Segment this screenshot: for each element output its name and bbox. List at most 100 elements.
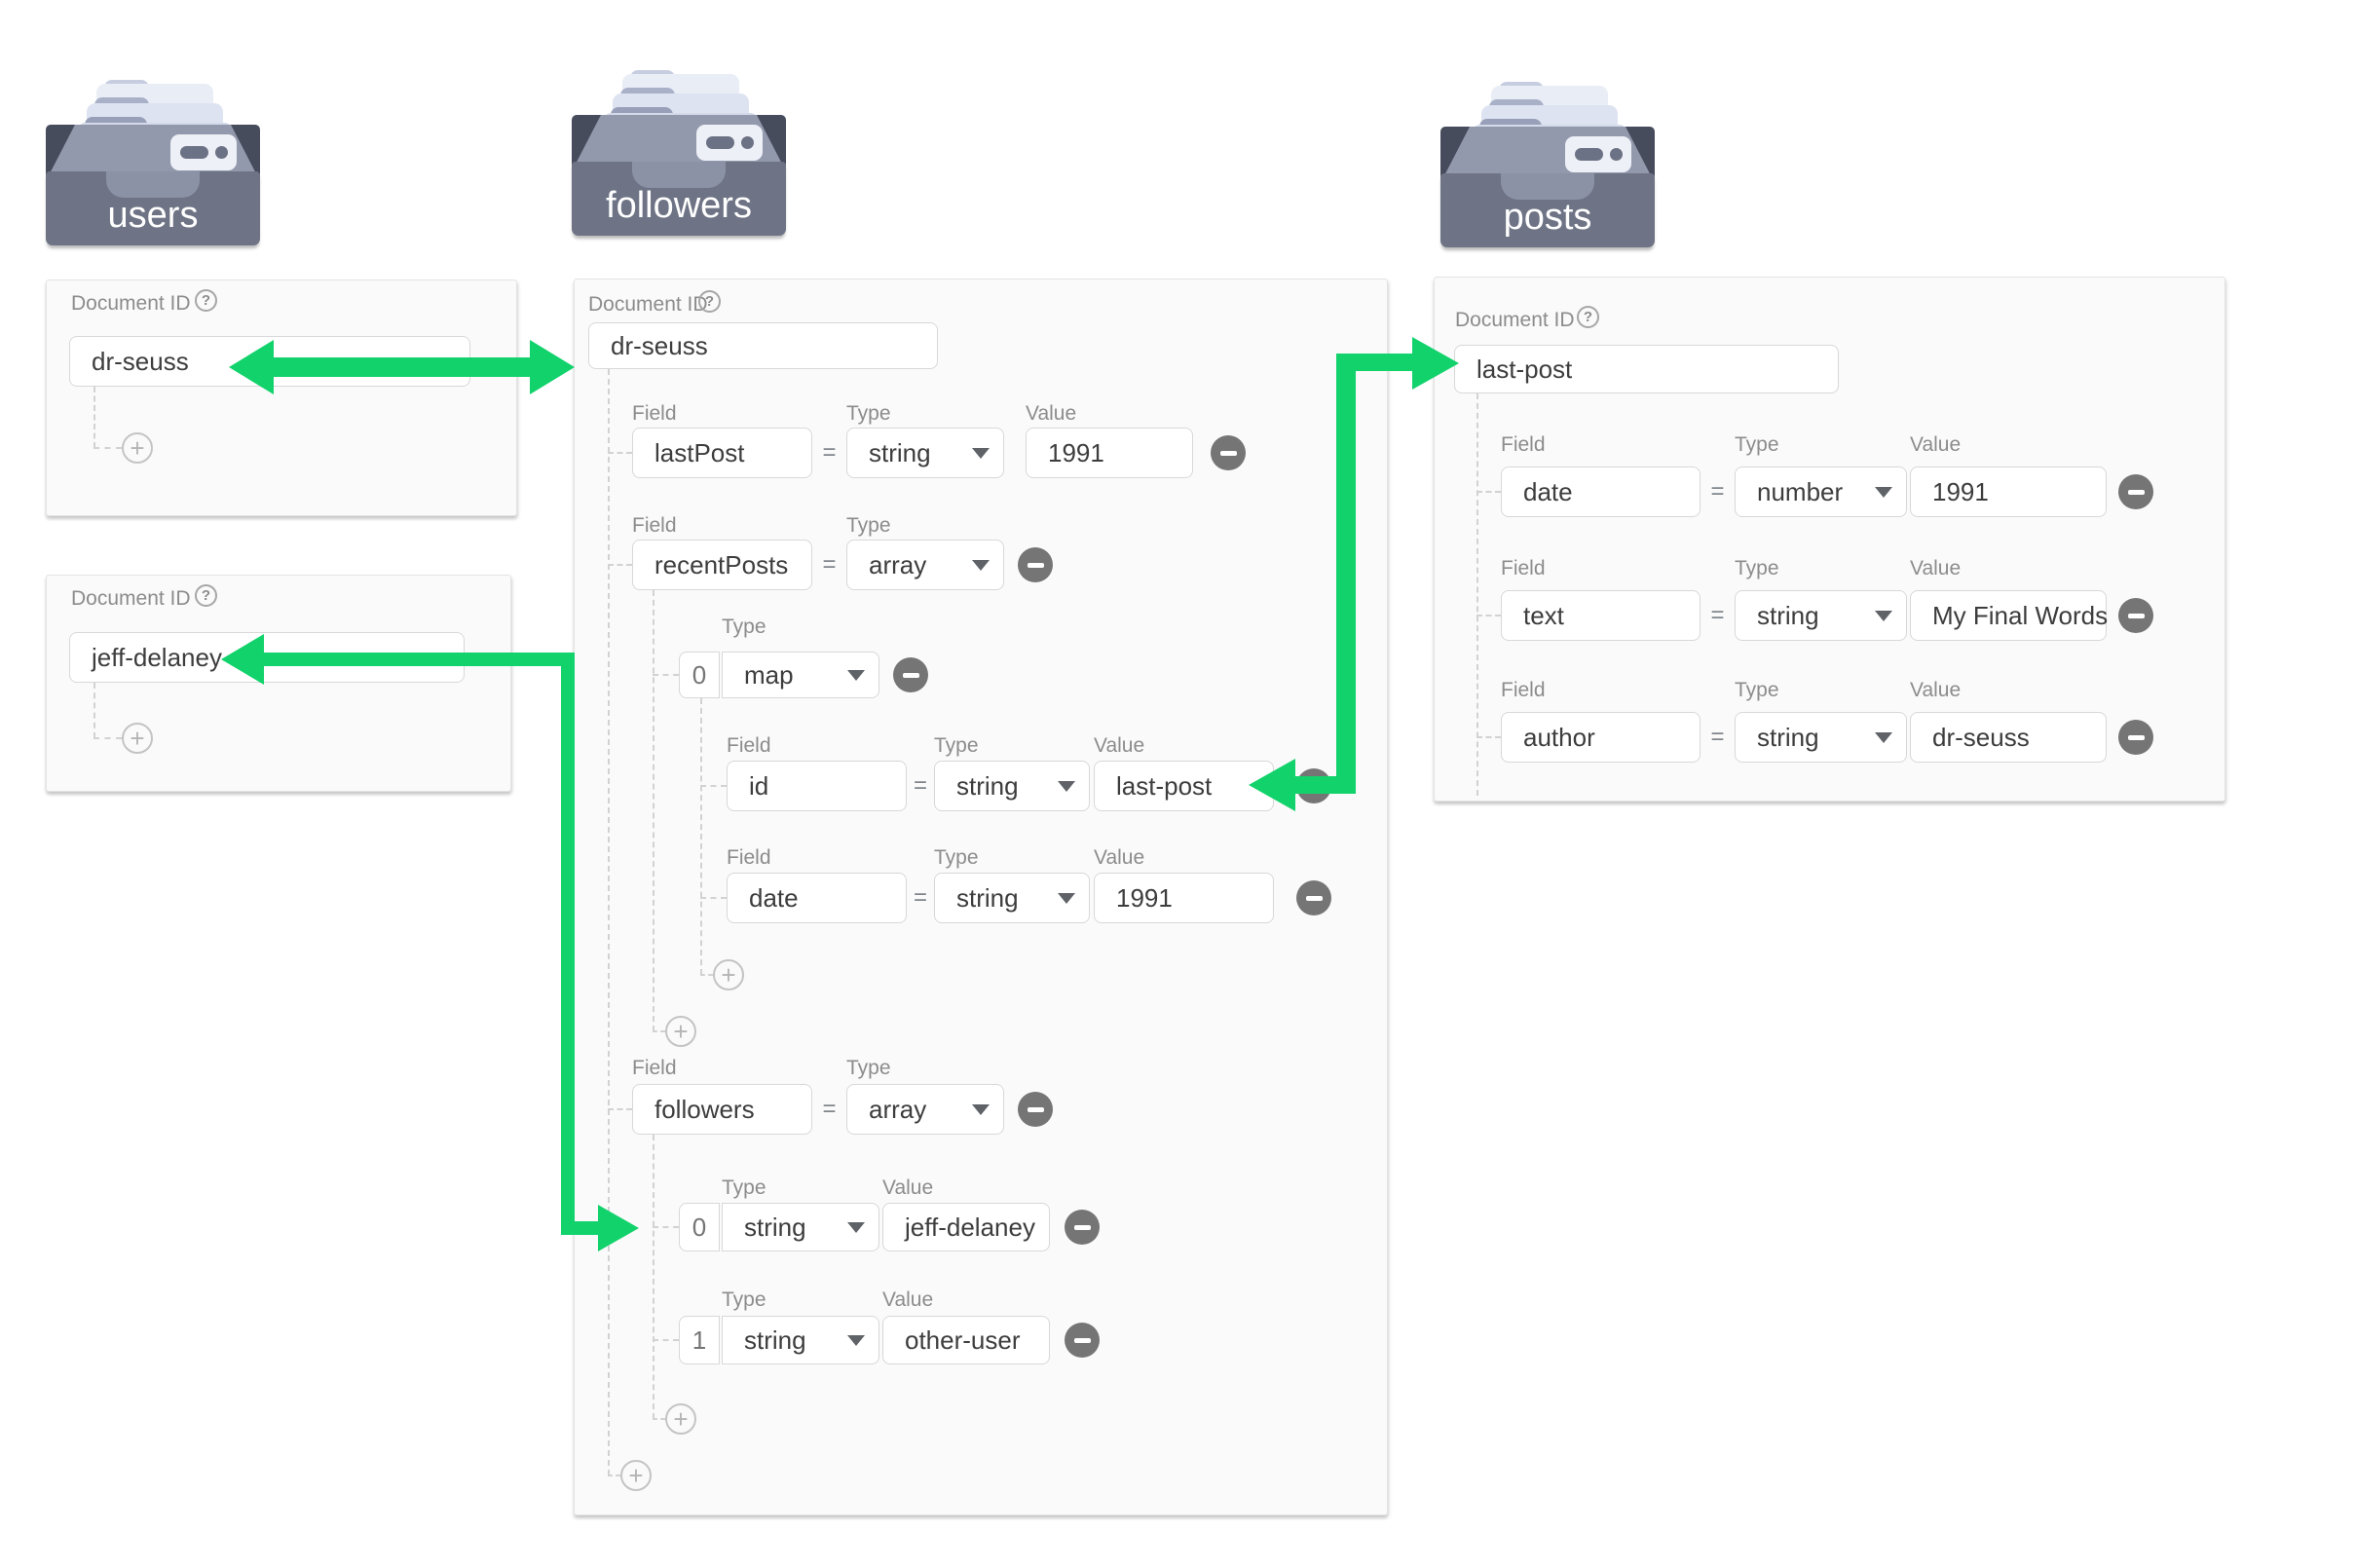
tree-line bbox=[93, 447, 122, 449]
type-select-value: number bbox=[1757, 476, 1844, 506]
value-label: Value bbox=[1026, 402, 1077, 425]
plus-icon: + bbox=[673, 1404, 689, 1434]
minus-icon bbox=[2127, 489, 2145, 495]
chevron-down-icon bbox=[1875, 731, 1892, 743]
type-select[interactable]: string bbox=[846, 428, 1004, 478]
type-select-value: string bbox=[744, 1325, 806, 1355]
remove-field-button[interactable] bbox=[2118, 598, 2153, 633]
value-input[interactable]: last-post bbox=[1094, 761, 1274, 811]
tree-line bbox=[700, 974, 713, 976]
minus-icon bbox=[2127, 613, 2145, 618]
remove-field-button[interactable] bbox=[893, 657, 928, 692]
type-select[interactable]: string bbox=[934, 761, 1090, 811]
add-field-button[interactable]: + bbox=[122, 432, 153, 464]
type-select[interactable]: string bbox=[1735, 590, 1907, 641]
equals-sign: = bbox=[822, 1096, 837, 1122]
add-field-button[interactable]: + bbox=[122, 723, 153, 754]
field-input[interactable]: id bbox=[727, 761, 907, 811]
field-input[interactable]: text bbox=[1501, 590, 1701, 641]
tree-line bbox=[700, 785, 727, 787]
tree-line bbox=[653, 1339, 679, 1341]
tree-line bbox=[608, 452, 632, 454]
equals-sign: = bbox=[822, 551, 837, 578]
remove-field-button[interactable] bbox=[1065, 1323, 1100, 1358]
chevron-down-icon bbox=[972, 559, 990, 571]
box-notch bbox=[106, 171, 200, 198]
type-select-value: string bbox=[869, 437, 931, 467]
help-icon[interactable]: ? bbox=[698, 290, 721, 313]
remove-field-button[interactable] bbox=[1018, 1092, 1053, 1127]
field-input[interactable]: followers bbox=[632, 1084, 812, 1135]
arrow-bar bbox=[260, 653, 563, 666]
type-select-value: array bbox=[869, 549, 927, 579]
value-label: Value bbox=[882, 1176, 934, 1199]
value-label: Value bbox=[1094, 846, 1145, 869]
remove-field-button[interactable] bbox=[1211, 435, 1246, 470]
type-select[interactable]: map bbox=[722, 652, 879, 698]
field-input[interactable]: date bbox=[1501, 467, 1701, 517]
value-input[interactable]: My Final Words bbox=[1910, 590, 2108, 641]
arrow-bar bbox=[561, 653, 575, 1235]
type-label: Type bbox=[846, 402, 891, 425]
field-input[interactable]: lastPost bbox=[632, 428, 812, 478]
remove-field-button[interactable] bbox=[1296, 880, 1331, 915]
document-id-label: Document ID bbox=[1455, 309, 1575, 331]
chevron-down-icon bbox=[1875, 610, 1892, 621]
add-field-button[interactable]: + bbox=[713, 959, 744, 990]
document-card-followers-dr-seuss: Document ID ? dr-seuss Field Type Value … bbox=[574, 279, 1388, 1515]
field-input[interactable]: recentPosts bbox=[632, 540, 812, 590]
collection-icon-posts: posts bbox=[1440, 82, 1655, 247]
equals-sign: = bbox=[1710, 602, 1725, 628]
value-input[interactable]: 1991 bbox=[1910, 467, 2107, 517]
type-select[interactable]: array bbox=[846, 540, 1004, 590]
add-field-button[interactable]: + bbox=[665, 1016, 696, 1047]
box-label-plate bbox=[696, 125, 763, 161]
document-id-input[interactable]: dr-seuss bbox=[588, 322, 938, 369]
chevron-down-icon bbox=[972, 1103, 990, 1115]
minus-icon bbox=[1073, 1337, 1091, 1343]
plate-dot-icon bbox=[215, 146, 228, 159]
tree-line bbox=[653, 674, 679, 676]
remove-field-button[interactable] bbox=[2118, 474, 2153, 509]
plate-dash-icon bbox=[180, 146, 208, 159]
help-icon[interactable]: ? bbox=[1577, 306, 1599, 328]
plus-icon: + bbox=[628, 1461, 644, 1490]
type-select[interactable]: number bbox=[1735, 467, 1907, 517]
value-input[interactable]: 1991 bbox=[1026, 428, 1193, 478]
type-select[interactable]: array bbox=[846, 1084, 1004, 1135]
remove-field-button[interactable] bbox=[1018, 547, 1053, 582]
tree-line bbox=[93, 683, 95, 738]
arrow-bar bbox=[270, 357, 530, 377]
document-card-posts-last-post: Document ID ? last-post Field Type Value… bbox=[1434, 277, 2225, 802]
type-select-value: string bbox=[956, 770, 1019, 801]
document-id-input[interactable]: last-post bbox=[1454, 345, 1839, 393]
type-label: Type bbox=[1735, 433, 1779, 456]
arrow-bar bbox=[1295, 776, 1336, 794]
value-input[interactable]: 1991 bbox=[1094, 873, 1274, 923]
field-input[interactable]: date bbox=[727, 873, 907, 923]
type-select[interactable]: string bbox=[934, 873, 1090, 923]
help-icon[interactable]: ? bbox=[195, 289, 217, 312]
index-badge: 1 bbox=[679, 1316, 720, 1364]
value-input[interactable]: other-user bbox=[882, 1316, 1050, 1364]
type-select-value: array bbox=[869, 1094, 927, 1124]
remove-field-button[interactable] bbox=[2118, 720, 2153, 755]
tree-line bbox=[1477, 615, 1501, 616]
add-field-button[interactable]: + bbox=[665, 1403, 696, 1435]
type-select[interactable]: string bbox=[722, 1203, 879, 1251]
type-select[interactable]: string bbox=[722, 1316, 879, 1364]
document-id-label: Document ID bbox=[588, 293, 708, 316]
collection-name-label: followers bbox=[606, 184, 752, 226]
value-input[interactable]: dr-seuss bbox=[1910, 712, 2107, 763]
field-input[interactable]: author bbox=[1501, 712, 1701, 763]
arrow-bar bbox=[1356, 354, 1414, 371]
type-select[interactable]: string bbox=[1735, 712, 1907, 763]
value-input[interactable]: jeff-delaney bbox=[882, 1203, 1050, 1251]
add-field-button[interactable]: + bbox=[620, 1460, 652, 1491]
tree-line bbox=[608, 1108, 632, 1110]
remove-field-button[interactable] bbox=[1065, 1210, 1100, 1245]
value-label: Value bbox=[1094, 734, 1145, 757]
help-icon[interactable]: ? bbox=[195, 584, 217, 607]
tree-line bbox=[1477, 736, 1501, 738]
